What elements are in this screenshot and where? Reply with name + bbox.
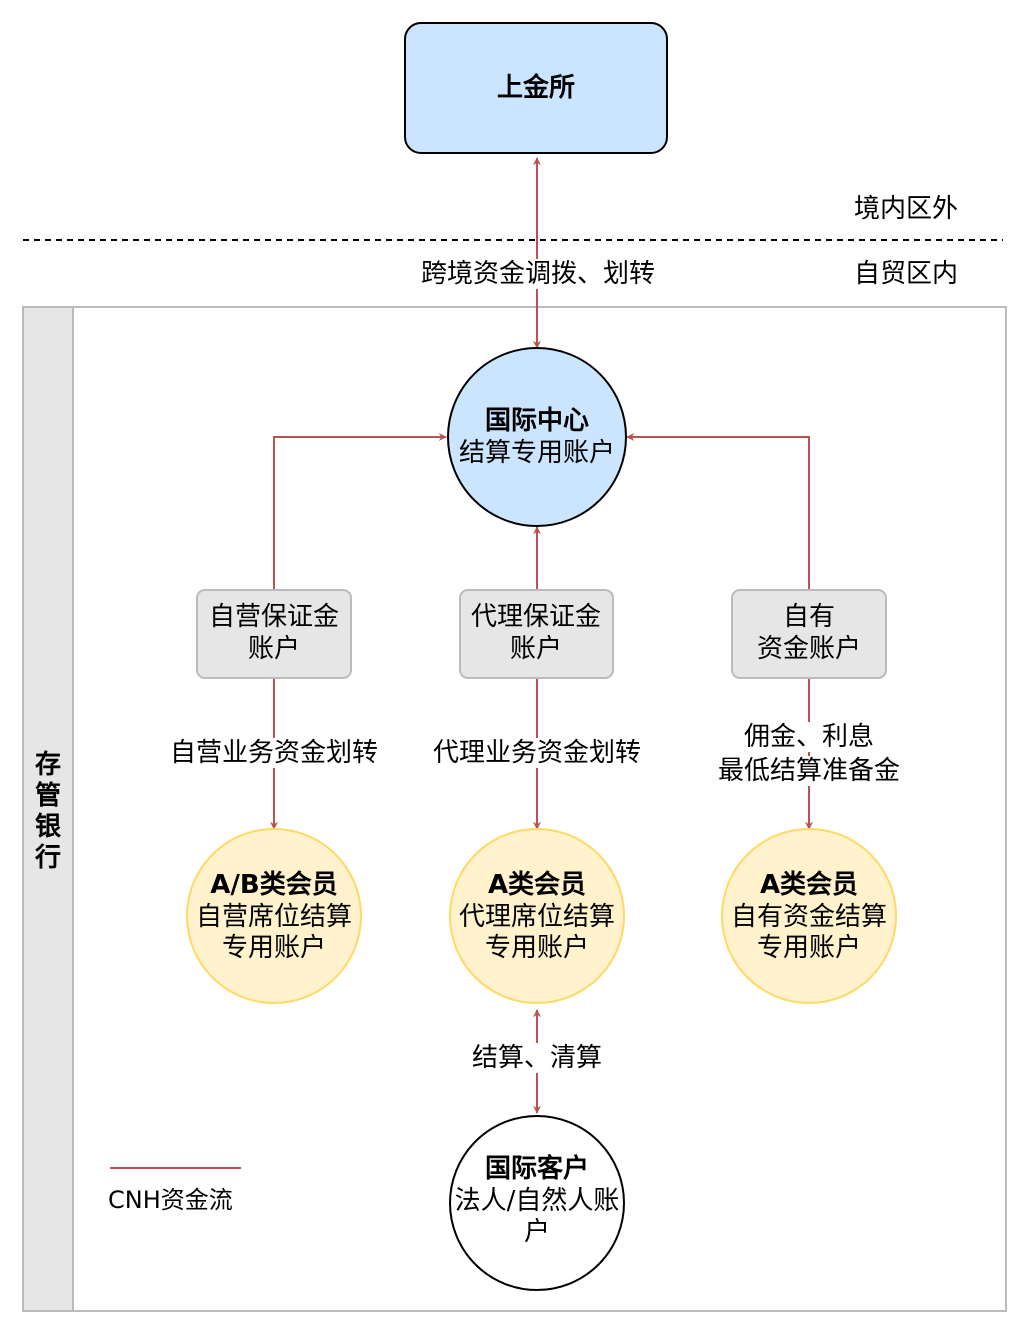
member-a-own-title: A类会员 [759, 870, 859, 900]
intl-client-circle [449, 1115, 625, 1291]
custodian-char: 银 [34, 812, 61, 842]
intl-center-title: 国际中心 [484, 406, 590, 436]
member-a-agency-circle [449, 828, 625, 1004]
member-a-own-line2: 自有资金结算 [730, 902, 888, 932]
own-to-center-arrow [626, 433, 810, 590]
exchange-box [404, 22, 668, 154]
proprietary-margin-line2: 账户 [247, 634, 301, 664]
intl-client-title: 国际客户 [484, 1154, 590, 1184]
custodian-char: 存 [34, 750, 61, 780]
legend-label: CNH资金流 [108, 1186, 233, 1214]
member-a-own-line3: 专用账户 [756, 933, 862, 963]
member-ab-line3: 专用账户 [221, 933, 327, 963]
agency-margin-line1: 代理保证金 [470, 602, 602, 632]
member-ab-title: A/B类会员 [210, 870, 338, 900]
proprietary-to-center-arrow [273, 433, 447, 590]
intl-client-line3: 户 [523, 1217, 551, 1247]
ftz-zone-label: 自贸区内 [854, 259, 959, 289]
proprietary-margin-box [196, 589, 352, 679]
member-ab-line2: 自营席位结算 [195, 902, 353, 932]
agency-margin-box [459, 589, 614, 679]
proprietary-margin-line1: 自营保证金 [208, 602, 340, 632]
member-a-own-circle [721, 828, 897, 1004]
agency-margin-line2: 账户 [509, 634, 563, 664]
intl-client-line2: 法人/自然人账 [454, 1186, 620, 1216]
cross-border-label: 跨境资金调拨、划转 [416, 259, 660, 289]
own-transfer-label-line1: 佣金、利息 [739, 722, 879, 752]
custodian-label: 存 管 银 行 [33, 750, 63, 874]
intl-center-subtitle: 结算专用账户 [458, 438, 616, 468]
intl-center-circle [447, 347, 627, 527]
settlement-label: 结算、清算 [467, 1043, 607, 1073]
custodian-char: 管 [34, 781, 61, 811]
agency-transfer-label: 代理业务资金划转 [428, 738, 646, 768]
offshore-zone-label: 境内区外 [854, 194, 959, 224]
proprietary-transfer-label: 自营业务资金划转 [165, 738, 383, 768]
custodian-header-band [22, 306, 74, 1312]
member-ab-circle [186, 828, 362, 1004]
own-funds-box [731, 589, 887, 679]
own-transfer-label-line2: 最低结算准备金 [713, 756, 905, 786]
member-a-agency-line2: 代理席位结算 [458, 902, 616, 932]
own-funds-line1: 自有 [782, 602, 836, 632]
own-funds-line2: 资金账户 [756, 634, 862, 664]
custodian-char: 行 [34, 843, 61, 873]
member-a-agency-title: A类会员 [487, 870, 587, 900]
exchange-label: 上金所 [496, 73, 576, 103]
member-a-agency-line3: 专用账户 [484, 933, 590, 963]
